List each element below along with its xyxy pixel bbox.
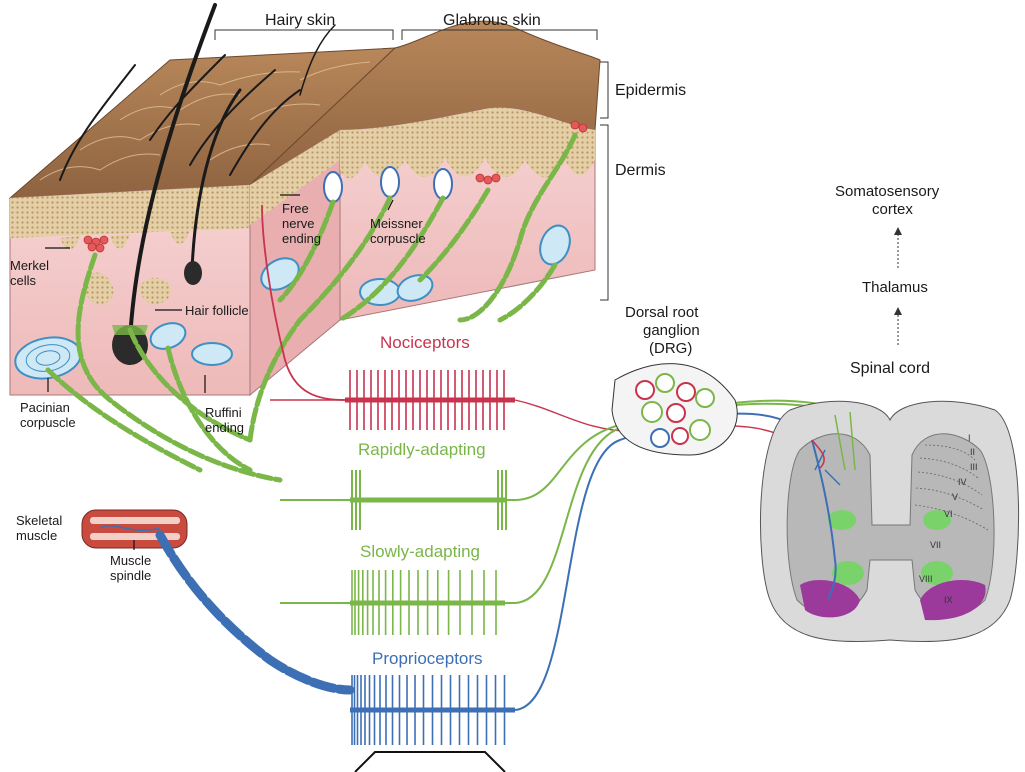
title-proprioceptors: Proprioceptors <box>372 649 483 668</box>
dorsal-root-ganglion <box>612 364 737 455</box>
label-muscle-spindle: Muscle <box>110 553 151 568</box>
proprioceptor-fiber-muscle <box>160 535 350 690</box>
label-pacinian: Pacinian <box>20 400 70 415</box>
label-dermis: Dermis <box>615 162 666 179</box>
label-glabrous-skin: Glabrous skin <box>443 12 541 29</box>
label-meissner: corpuscle <box>370 231 426 246</box>
label-ruffini: Ruffini <box>205 405 242 420</box>
label-free-nerve: ending <box>282 231 321 246</box>
lamina-label: VII <box>930 540 941 550</box>
lamina-label: VI <box>944 509 953 519</box>
label-skeletal-muscle: Skeletal <box>16 513 62 528</box>
label-thalamus: Thalamus <box>862 279 928 296</box>
lamina-label: I <box>968 433 971 443</box>
spinal-cord-section: I II III IV V VI VII VIII IX <box>760 401 1018 641</box>
label-pacinian: corpuscle <box>20 415 76 430</box>
lamina-label: IV <box>958 477 967 487</box>
label-meissner: Meissner <box>370 216 423 231</box>
label-free-nerve: nerve <box>282 216 315 231</box>
label-hair-follicle: Hair follicle <box>185 303 249 318</box>
label-somatosensory-cortex: Somatosensory <box>835 183 940 200</box>
title-rapidly-adapting: Rapidly-adapting <box>358 440 486 459</box>
label-drg: (DRG) <box>649 340 692 357</box>
title-slowly-adapting: Slowly-adapting <box>360 542 480 561</box>
label-merkel: cells <box>10 273 37 288</box>
label-somatosensory-cortex: cortex <box>872 201 913 218</box>
label-ruffini: ending <box>205 420 244 435</box>
label-spinal-cord: Spinal cord <box>850 360 930 377</box>
label-muscle-spindle: spindle <box>110 568 151 583</box>
label-epidermis: Epidermis <box>615 82 686 99</box>
lamina-label: III <box>970 462 978 472</box>
label-merkel: Merkel <box>10 258 49 273</box>
title-nociceptors: Nociceptors <box>380 333 470 352</box>
label-hairy-skin: Hairy skin <box>265 12 335 29</box>
lamina-label: V <box>952 492 958 502</box>
label-drg: ganglion <box>643 322 700 339</box>
stimulus-trace <box>355 752 505 772</box>
label-drg: Dorsal root <box>625 304 699 321</box>
label-free-nerve: Free <box>282 201 309 216</box>
label-skeletal-muscle: muscle <box>16 528 57 543</box>
lamina-label: VIII <box>919 574 933 584</box>
lamina-label: II <box>970 447 975 457</box>
lamina-label: IX <box>944 595 953 605</box>
